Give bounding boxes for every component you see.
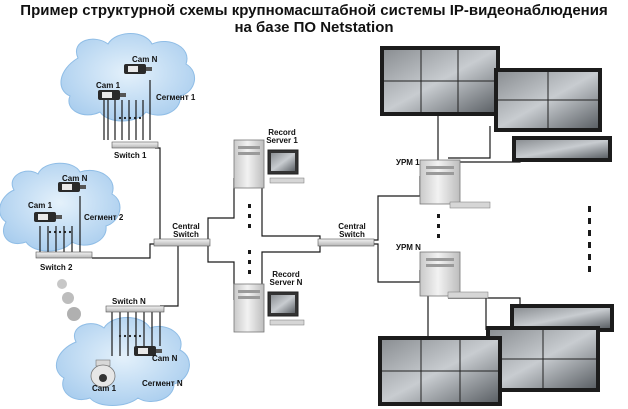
central-switch-left <box>153 238 211 247</box>
record-server-n-label-line1: Record <box>272 270 300 279</box>
ptz-dome-camera-icon <box>90 359 116 388</box>
workstation-n-label: УРМ N <box>396 243 421 252</box>
record-server-1-label-line1: Record <box>268 128 296 137</box>
segment-label: Сегмент N <box>142 379 183 388</box>
workstation-1-icon <box>419 159 491 209</box>
video-wall-monitor-icon <box>494 68 602 132</box>
camera-icon <box>34 212 62 222</box>
central-switch-right <box>317 238 375 247</box>
camera-icon <box>58 182 86 192</box>
video-wall-monitor-icon <box>380 46 500 116</box>
video-wall-monitor-icon <box>512 136 612 162</box>
camera-label: Cam 1 <box>96 81 121 90</box>
cloud-segment-2 <box>0 162 121 252</box>
camera-label: Cam 1 <box>28 201 53 210</box>
video-wall-monitor-icon <box>378 336 502 406</box>
server-ellipsis <box>248 204 251 274</box>
workstation-1-label: УРМ 1 <box>396 158 420 167</box>
record-server-n-icon <box>233 283 305 333</box>
camera-icon <box>98 90 126 100</box>
cloud-segment-n <box>55 317 190 406</box>
switch-n <box>105 305 165 313</box>
diagram-title-line1: Пример структурной схемы крупномасштабно… <box>20 2 608 19</box>
segment-label: Сегмент 1 <box>156 93 196 102</box>
camera-label: Cam 1 <box>92 384 117 393</box>
central-switch-right-label-line2: Switch <box>339 230 365 239</box>
cloud-segment-1 <box>60 33 195 122</box>
camera-icon <box>124 64 152 74</box>
camera-label: Cam N <box>132 55 158 64</box>
camera-ellipsis <box>48 116 142 338</box>
video-wall-monitor-icon <box>486 326 600 392</box>
monitor-ellipsis <box>588 206 591 272</box>
record-server-1-label-line2: Server 1 <box>266 136 298 145</box>
switch-label: Switch 1 <box>114 151 147 160</box>
central-switch-left-label-line1: Central <box>172 222 200 231</box>
camera-icon <box>134 346 162 356</box>
switch-2 <box>35 251 93 259</box>
segment-label: Сегмент 2 <box>84 213 124 222</box>
central-switch-left-label-line2: Switch <box>173 230 199 239</box>
record-server-n-label-line2: Server N <box>269 278 303 287</box>
workstation-ellipsis <box>437 214 440 238</box>
camera-label: Cam N <box>62 174 88 183</box>
record-server-1-icon <box>233 139 305 189</box>
cloud-trail-dots <box>57 279 81 321</box>
workstation-n-icon <box>419 251 489 299</box>
switch-1 <box>111 141 159 149</box>
diagram-title-line2: на базе ПО Netstation <box>234 19 394 36</box>
switch-label: Switch N <box>112 297 146 306</box>
camera-label: Cam N <box>152 354 178 363</box>
central-switch-right-label-line1: Central <box>338 222 366 231</box>
switch-label: Switch 2 <box>40 263 73 272</box>
